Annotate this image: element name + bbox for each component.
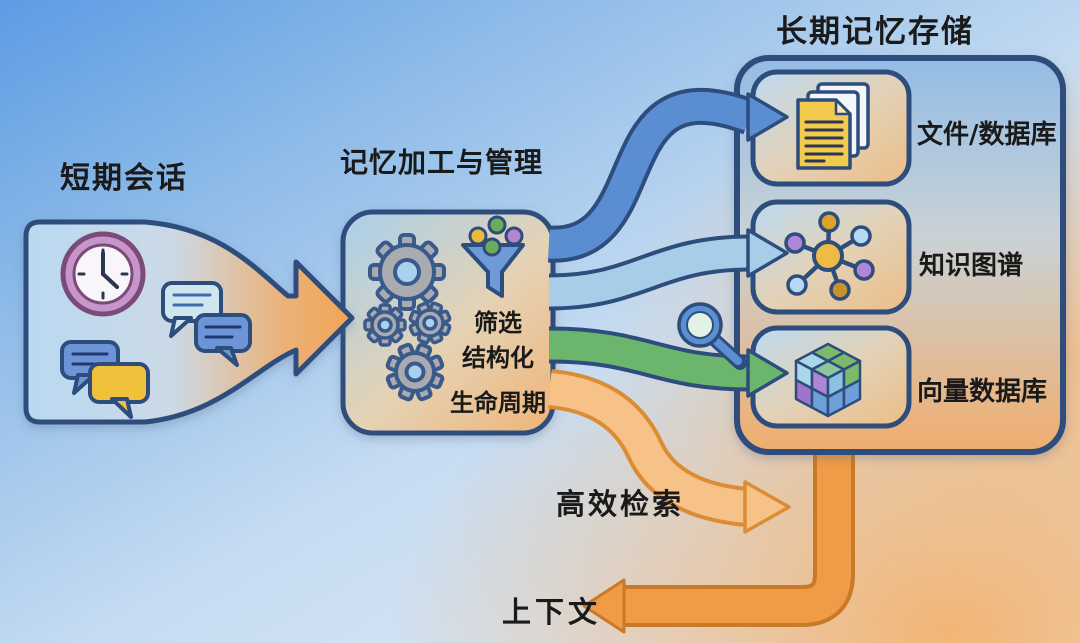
context-arrow <box>582 446 855 634</box>
processing-step-lifecycle: 生命周期 <box>450 389 546 417</box>
chat-bubbles-icon <box>60 340 150 419</box>
knowledge-graph-label: 知识图谱 <box>919 251 1024 281</box>
retrieval-arrow <box>547 369 791 534</box>
clock-icon <box>60 231 146 317</box>
vector-database-label: 向量数据库 <box>917 377 1048 407</box>
search-icon <box>677 302 747 370</box>
flow-arrow-files <box>548 87 789 263</box>
flow-arrow-knowledge-graph <box>548 228 789 311</box>
chat-bubbles-icon <box>161 281 252 367</box>
knowledge-graph-icon <box>784 211 875 301</box>
funnel-icon <box>461 215 525 298</box>
retrieval-label: 高效检索 <box>556 487 685 521</box>
long-term-title: 长期记忆存储 <box>776 14 974 50</box>
files-database-label: 文件/数据库 <box>917 120 1057 150</box>
documents-icon <box>796 82 870 170</box>
processing-title: 记忆加工与管理 <box>340 146 544 179</box>
gears-icon <box>363 233 452 402</box>
context-label: 上下文 <box>502 595 602 629</box>
flow-arrow-vector-db <box>548 326 789 398</box>
processing-step-structure: 结构化 <box>462 344 534 372</box>
processing-step-filter: 筛选 <box>474 309 522 337</box>
short-term-title: 短期会话 <box>60 161 188 196</box>
vector-cube-icon <box>794 342 862 418</box>
